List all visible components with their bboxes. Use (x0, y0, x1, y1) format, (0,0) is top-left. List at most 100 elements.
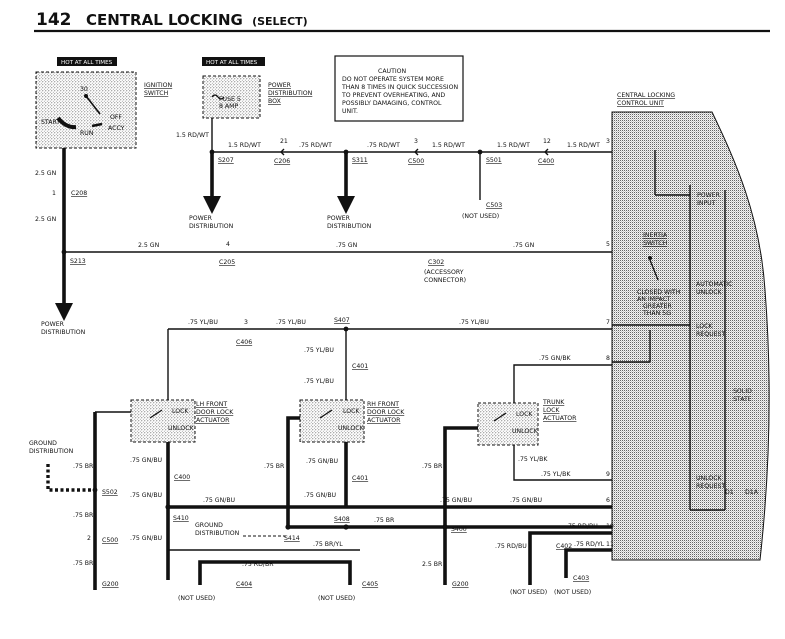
control-unit-label-2: CONTROL UNIT (617, 100, 664, 107)
wire-label-75-gn-b: .75 GN (513, 242, 535, 249)
pin-12: 12 (543, 138, 551, 145)
inertia-switch-label-2: SWITCH (643, 240, 668, 247)
connector-c401-bottom: C401 (352, 475, 368, 482)
inertia-note-2: AN IMPACT (637, 296, 671, 303)
inertia-switch-node (648, 256, 652, 260)
cu-power-input-1: POWER (697, 192, 721, 199)
wire-label-2-5-gn-c: 2.5 GN (138, 242, 160, 249)
splice-s408-dot (343, 524, 349, 530)
trunk-actuator-label-3: ACTUATOR (543, 415, 577, 422)
splice-s213: S213 (70, 258, 86, 265)
cu-auto-unlock-2: UNLOCK (696, 289, 723, 296)
connector-c404: C404 (236, 581, 252, 588)
wire-label-75-rdbu-b: .75 RD/BU (495, 543, 527, 550)
pin-10: 10 (606, 523, 614, 530)
ground-dist-mid-1: GROUND (195, 522, 223, 529)
splice-s408: S408 (334, 516, 350, 523)
wire-rh-br (286, 416, 300, 527)
page-title: CENTRAL LOCKING (SELECT) (86, 11, 308, 29)
pin-3-cu: 3 (606, 138, 610, 145)
fuse-label-1: FUSE 5 (219, 96, 241, 103)
wire-rdyl (564, 548, 612, 578)
connector-c500-bottom: C500 (102, 537, 118, 544)
wire-label-75-rdbu-a: .75 RD/BU (566, 523, 598, 530)
wire-label-2-5-gn-a: 2.5 GN (35, 170, 57, 177)
cu-solid-state-1: SOLID (733, 388, 752, 395)
cu-lock-request-2: REQUEST (696, 331, 725, 338)
trunk-lock: LOCK (516, 411, 533, 418)
ignition-accy-label: ACCY (108, 125, 125, 132)
connector-c205: C205 (219, 259, 235, 266)
not-used-right-a: (NOT USED) (510, 589, 547, 596)
wire-label-75-gnbu-f: .75 GN/BU (306, 458, 338, 465)
wire-label-75-br-b: .75 BR (73, 512, 94, 519)
rh-front-door-lock-actuator: LOCK UNLOCK (299, 399, 365, 443)
power-dist-s213-1: POWER (41, 321, 65, 328)
wire-label-75-bryl: .75 BR/YL (313, 541, 343, 548)
connector-c405: C405 (362, 581, 378, 588)
fuse-label-2: 8 AMP (219, 103, 238, 110)
rh-actuator-label-3: ACTUATOR (367, 417, 401, 424)
wire-label-75-rdyl: .75 RD/YL (574, 541, 605, 548)
rh-unlock: UNLOCK (338, 425, 365, 432)
caution-title: CAUTION (378, 68, 407, 75)
ignition-start-contact (56, 116, 77, 130)
wire-label-75-br-d: .75 BR (264, 463, 285, 470)
splice-s414: S414 (284, 535, 300, 542)
wire-label-75-gn-a: .75 GN (336, 242, 358, 249)
hot-label-right: HOT AT ALL TIMES (206, 60, 258, 66)
splice-s311: S311 (352, 157, 368, 164)
caution-line-4: POSSIBLY DAMAGING, CONTROL (342, 100, 442, 107)
connector-c500-symbol (414, 148, 419, 156)
splice-s502: S502 (102, 489, 118, 496)
power-dist-s213-2: DISTRIBUTION (41, 329, 86, 336)
wire-label-75-ylbu-a: .75 YL/BU (188, 319, 218, 326)
splice-s410: S410 (173, 515, 189, 522)
pin-9: 9 (606, 471, 610, 478)
not-used-right-b: (NOT USED) (554, 589, 591, 596)
power-distribution-box: FUSE 5 8 AMP (202, 75, 261, 119)
page-title-sub: (SELECT) (252, 15, 308, 28)
caution-line-3: TO PREVENT OVERHEATING, AND (341, 92, 445, 99)
wire-label-75-gnbu-d: .75 GN/BU (510, 497, 542, 504)
pdb-label-3: BOX (268, 98, 282, 105)
ignition-run-contact (91, 122, 103, 128)
trunk-actuator-label-1: TRUNK (542, 399, 565, 406)
wire-label-75-ylbu-b: .75 YL/BU (276, 319, 306, 326)
wire-trunk-br (443, 426, 478, 527)
pin-4: 4 (226, 241, 230, 248)
inertia-switch-label-1: INERTIA (643, 232, 668, 239)
wire-rdbr-loop (198, 560, 352, 585)
pdb-label-2: DISTRIBUTION (268, 90, 313, 97)
lh-actuator-label-3: ACTUATOR (196, 417, 230, 424)
pin-1: 1 (52, 190, 56, 197)
pin-21: 21 (280, 138, 288, 145)
lh-unlock: UNLOCK (168, 425, 195, 432)
wire-label-75-rdwt-b: .75 RD/WT (367, 142, 400, 149)
ground-dist-mid-2: DISTRIBUTION (195, 530, 240, 537)
wire-label-75-gnbk: .75 GN/BK (539, 355, 572, 362)
splice-s414-dot (285, 524, 291, 530)
ground-dist-left-1: GROUND (29, 440, 57, 447)
pin-3-top: 3 (414, 138, 418, 145)
wire-rdbu (528, 531, 612, 585)
trunk-switch (493, 412, 507, 422)
wire-label-75-gnbu-g: .75 GN/BU (304, 492, 336, 499)
wire-label-75-br-a: .75 BR (73, 463, 94, 470)
caution-line-1: DO NOT OPERATE SYSTEM MORE (342, 76, 444, 83)
cu-unlock-request-1: UNLOCK (696, 475, 723, 482)
splice-s501: S501 (486, 157, 502, 164)
wire-label-1-5-rdwt-e: 1.5 RD/WT (567, 142, 600, 149)
not-used-left-a: (NOT USED) (178, 595, 215, 602)
page-number: 142 (36, 10, 72, 30)
ignition-start-label: START (41, 119, 60, 126)
ground-dist-left-2: DISTRIBUTION (29, 448, 74, 455)
pin-3-c406: 3 (244, 319, 248, 326)
cu-d1: D1 (725, 489, 734, 496)
wire-label-75-ylbu-d: .75 YL/BU (304, 347, 334, 354)
wire-label-75-br-c: .75 BR (73, 560, 94, 567)
c503-not-used: (NOT USED) (462, 213, 499, 220)
cu-power-input-2: INPUT (697, 200, 716, 207)
connector-c400-lh: C400 (174, 474, 190, 481)
ground-g200-left: G200 (102, 581, 119, 588)
